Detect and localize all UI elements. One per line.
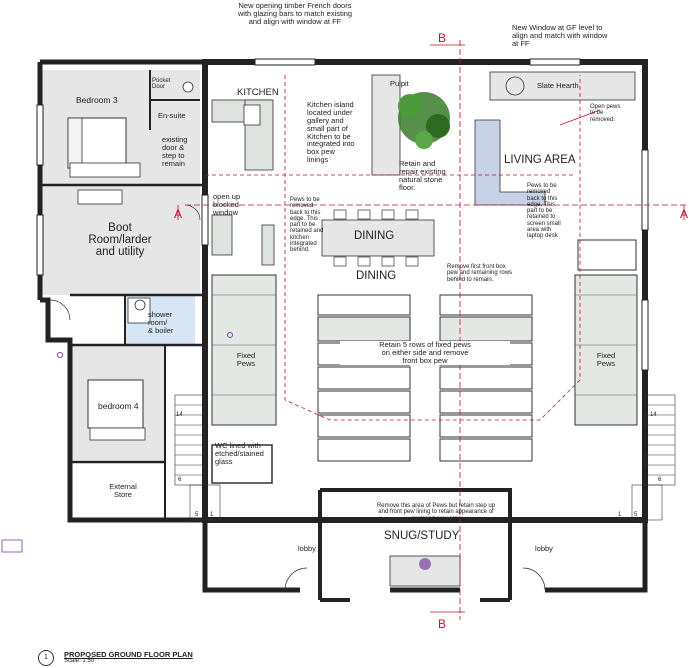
note-pews-removed-left: Pews to be removed back to this edge. Th… (290, 197, 324, 254)
note-french-doors: New opening timber French doors with gla… (237, 1, 353, 26)
label-kitchen: KITCHEN (237, 87, 279, 98)
label-pocket-door: Pocket Door (152, 78, 171, 91)
stair-left (174, 394, 221, 521)
stair-num-left-14: 14 (176, 412, 183, 418)
note-open-pews: Open pews to be removed. (590, 104, 621, 123)
stair-num-left-5: 5 (195, 512, 199, 518)
label-lobby-left: lobby (298, 544, 316, 553)
snug-walls (318, 488, 512, 602)
plant-icon (398, 92, 450, 149)
appliance-boot (77, 189, 123, 205)
fixed-pews-left (211, 274, 277, 426)
window-left-boot (36, 214, 44, 276)
kitchen-hob (243, 104, 261, 126)
window-left-bedroom (36, 104, 44, 166)
note-remove-first-box: Remove first front box pew and remaining… (447, 264, 513, 283)
label-snug: SNUG/STUDY (384, 530, 460, 542)
wc-shower (134, 299, 146, 311)
church-outline (202, 59, 648, 523)
pulpit (371, 74, 401, 176)
note-open-up-window: open up blocked window (213, 192, 241, 217)
wardrobe-3 (69, 162, 141, 178)
window-top-right (529, 58, 581, 66)
dining-chairs (333, 209, 419, 267)
window-right-side-2 (641, 299, 649, 371)
label-lobby-right: lobby (535, 544, 553, 553)
section-mark-a-right: A (680, 207, 689, 221)
note-new-window: New Window at GF level to align and matc… (512, 23, 608, 48)
note-kitchen-island: Kitchen island located under gallery and… (307, 100, 355, 165)
note-existing-door: existing door & step to remain (162, 135, 188, 168)
section-lines (177, 40, 689, 620)
drawing-scale: Scale: 1:50 (64, 658, 95, 664)
kitchen-island (261, 224, 275, 266)
drawing-title: PROPOSED GROUND FLOOR PLAN (64, 650, 193, 659)
stair-num-left-6: 6 (178, 477, 182, 483)
label-fixed-pews-right: Fixed Pews (596, 351, 616, 368)
wc-room (211, 444, 273, 484)
label-bedroom4: bedroom 4 (98, 401, 139, 411)
label-bedroom3: Bedroom 3 (76, 95, 118, 105)
marker-envelope (1, 539, 23, 553)
label-shower-room: shower room/ & boiler (148, 310, 174, 335)
label-en-suite: En-suite (158, 111, 186, 120)
snug-person-icon (419, 558, 431, 570)
pillows-3 (67, 117, 83, 169)
label-pulpit: Pulpit (390, 79, 409, 88)
label-dining-1: DINING (354, 230, 395, 242)
pews-center-right (439, 294, 533, 462)
ensuite-basin (182, 81, 194, 93)
window-left-side (201, 194, 209, 246)
label-dining-2: DINING (356, 270, 397, 282)
stair-num-right-5: 5 (634, 512, 638, 518)
note-remove-area-pews: Remove this area of Pews but retain step… (376, 503, 496, 522)
stair-num-right-6: 6 (658, 477, 662, 483)
stair-num-left-1: 1 (210, 512, 214, 518)
label-living-area: LIVING AREA (504, 154, 576, 166)
stair-num-right-14: 14 (650, 412, 657, 418)
bed-4 (87, 379, 144, 429)
note-pews-removed-right: Pews to be removed back to this edge. Th… (527, 183, 561, 240)
window-right-side-1 (641, 149, 649, 231)
section-mark-a-left: A (174, 207, 183, 221)
dining-table (321, 219, 435, 257)
section-mark-b-bottom: B (438, 617, 447, 631)
label-slate-hearth: Slate Hearth (537, 81, 579, 90)
pews-center-left (317, 294, 411, 462)
laptop-desk (577, 239, 637, 271)
marker-dot-1 (57, 352, 63, 358)
section-mark-b-top: B (438, 31, 447, 45)
porch-walls (202, 520, 648, 593)
label-wc: WC lined with etched/stained glass (215, 441, 264, 466)
window-top-left (254, 58, 316, 66)
label-fixed-pews-left: Fixed Pews (236, 351, 256, 368)
stove (505, 76, 525, 96)
label-boot-room: Boot Room/larder and utility (88, 222, 152, 259)
note-retain-floor: Retain and repair existing natural stone… (399, 159, 446, 192)
kitchen-unit-left (211, 214, 233, 256)
label-external-store: External Store (109, 482, 137, 499)
fixed-pews-right-lines (575, 294, 637, 396)
drawing-number: 1 (38, 650, 54, 666)
fixed-pews-left-lines (212, 294, 276, 396)
marker-dot-2 (227, 332, 233, 338)
stair-num-right-1: 1 (618, 512, 622, 518)
wardrobe-4 (89, 427, 146, 441)
stair-right (631, 394, 676, 521)
fixed-pews-right (574, 274, 638, 426)
note-retain-rows: Retain 5 rows of fixed pews on either si… (340, 341, 510, 365)
